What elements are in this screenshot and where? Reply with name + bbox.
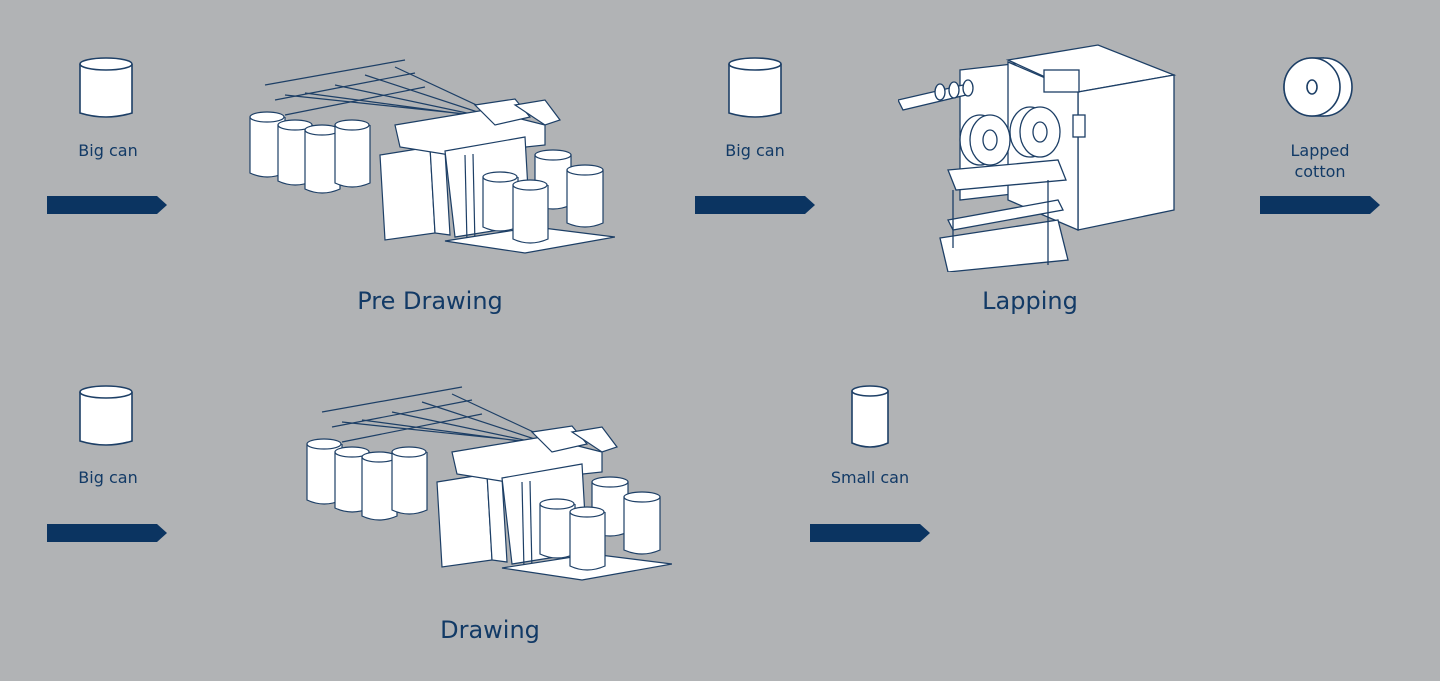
flow-arrow-icon xyxy=(47,524,167,542)
flow-arrow-icon xyxy=(1260,196,1380,214)
intermediate-big-can-label: Big can xyxy=(725,141,785,160)
lapping-machine-illustration xyxy=(898,44,1177,272)
small-can-icon xyxy=(851,385,889,448)
lapped-cotton-label: Lapped cotton xyxy=(1290,141,1350,181)
pre-drawing-title: Pre Drawing xyxy=(357,287,503,315)
drawing-machine-illustration xyxy=(306,386,672,581)
flow-arrow-icon xyxy=(695,196,815,214)
big-can-icon xyxy=(79,385,133,446)
cotton-lap-roll-icon xyxy=(1283,57,1353,117)
pre-drawing-machine-illustration xyxy=(249,59,615,254)
input-big-can-label: Big can xyxy=(78,141,138,160)
lapping-title: Lapping xyxy=(982,287,1078,315)
big-can-icon xyxy=(728,57,782,118)
big-can-icon xyxy=(79,57,133,118)
drawing-title: Drawing xyxy=(440,616,540,644)
flow-arrow-icon xyxy=(47,196,167,214)
row2-big-can-label: Big can xyxy=(78,468,138,487)
small-can-label: Small can xyxy=(830,468,910,487)
flow-arrow-icon xyxy=(810,524,930,542)
